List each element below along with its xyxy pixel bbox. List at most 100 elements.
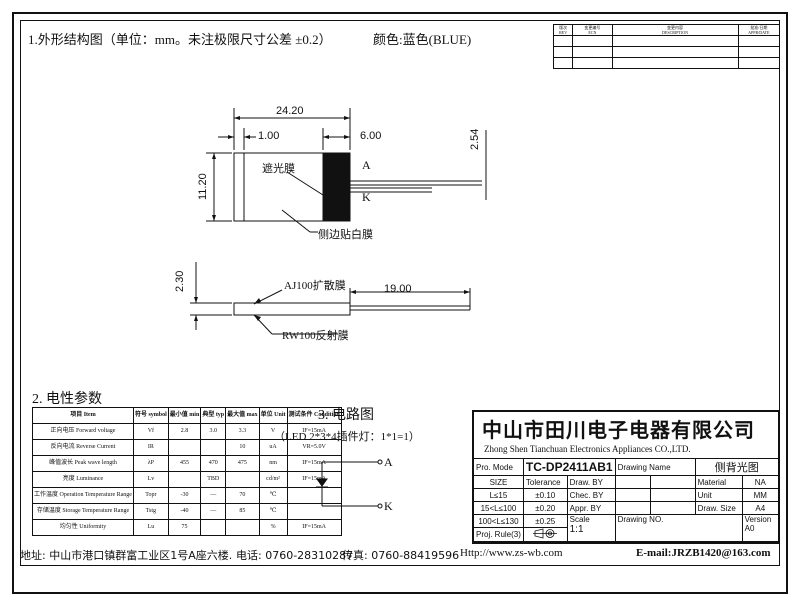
rev-header-cn-1: 变更编号 (584, 25, 601, 30)
params-title: 2. 电性参数 (32, 392, 102, 407)
cell: 峰值波长 Peak wave length (32, 455, 134, 472)
dim-black-length: 6.00 (360, 130, 382, 142)
cell: nm (258, 455, 288, 472)
footer-email[interactable]: E-mail:JRZB1420@163.com (636, 547, 771, 559)
version-label: Version (744, 515, 772, 524)
company-name-en: Zhong Shen Tianchuan Electronics Applian… (484, 444, 691, 454)
cell: 反向电流 Reverse Current (32, 439, 134, 456)
tol-range-0: L≤15 (473, 488, 524, 502)
dim-height: 11.20 (197, 173, 209, 200)
shading-film-block (322, 152, 351, 222)
cell: Lv (132, 471, 169, 488)
params-header: 典型 typ (200, 407, 227, 424)
pro-mode-value: TC-DP2411AB1 (522, 458, 616, 476)
cell: TBD (200, 471, 227, 488)
cell (225, 471, 260, 488)
cell: 3.0 (200, 423, 227, 440)
params-header: 项目 Item (32, 407, 134, 424)
footer-web[interactable]: Http://www.zs-wb.com (460, 547, 563, 559)
cell: 亮度 Luminance (32, 471, 134, 488)
pro-mode-label: Pro. Mode (473, 458, 524, 476)
cell: 85 (225, 503, 260, 520)
tol-value-0: ±0.10 (522, 488, 568, 502)
cell: ℃ (258, 487, 288, 504)
cell: 10 (225, 439, 260, 456)
projection-symbol-icon (522, 527, 568, 542)
cell: cd/m² (258, 471, 288, 488)
cell: 工作温度 Operation Temperature Range (32, 487, 134, 504)
scale-label: Scale (569, 515, 590, 524)
cell: 475 (225, 455, 260, 472)
dim-overall-length: 24.20 (276, 105, 304, 117)
cell: -40 (167, 503, 202, 520)
drawing-no-label: Drawing NO. (614, 514, 743, 542)
draw-size-value: A4 (741, 501, 780, 515)
draw-size-label: Draw. Size (694, 501, 743, 515)
proj-rule-label: Proj. Rule(3) (473, 527, 524, 542)
version-value: A0 (744, 524, 755, 533)
tol-value-1: ±0.20 (522, 501, 568, 515)
footer-fax: 传真: 0760-88419596 (342, 549, 460, 562)
dim-lead-length: 19.00 (384, 283, 412, 295)
cell: IF=15mA (286, 519, 342, 536)
params-header: 符号 symbol (132, 407, 169, 424)
label-shading-film: 遮光膜 (262, 163, 295, 175)
cell: — (200, 503, 227, 520)
drawing-frame (12, 12, 788, 594)
appr-by-label: Appr. BY (566, 501, 616, 515)
cell: IF=15mA (286, 455, 342, 472)
cell: 75 (167, 519, 202, 536)
rev-header-cn-3: 批准/日期 (750, 25, 768, 30)
cell: — (200, 487, 227, 504)
circuit-cathode: K (384, 499, 393, 513)
cell: 470 (200, 455, 227, 472)
draw-by-label: Draw. BY (566, 475, 616, 489)
drawing-inner-border (20, 20, 780, 566)
cell (200, 439, 227, 456)
cell: 3.3 (225, 423, 260, 440)
cell (167, 471, 202, 488)
tol-range-2: 100<L≤130 (473, 514, 524, 528)
cell: ℃ (258, 503, 288, 520)
dim-thickness: 2.30 (174, 270, 186, 292)
cell: λP (132, 455, 169, 472)
dim-lead-spacing: 2.54 (469, 128, 481, 150)
drawing-name-label: Drawing Name (614, 458, 696, 476)
led-body-side (233, 302, 351, 316)
label-diffuser: AJ100扩散膜 (284, 280, 346, 292)
size-label: SIZE (473, 475, 524, 489)
circuit-subtitle: （LED 2*3*4插件灯：1*1=1） (274, 431, 420, 443)
cell: 正向电压 Forward voltage (32, 423, 134, 440)
params-header: 最小值 min (167, 407, 202, 424)
cell (286, 503, 342, 520)
cell: 2.8 (167, 423, 202, 440)
cell: Lu (132, 519, 169, 536)
cell: 存储温度 Storage Temperature Range (32, 503, 134, 520)
dim-left-offset: 1.00 (258, 130, 280, 142)
tolerance-label: Tolerance (522, 475, 568, 489)
footer-address: 地址: 中山市港口镇群富工业区1号A座六楼. (20, 549, 233, 562)
rev-header-cn-0: 版次 (559, 25, 568, 30)
material-label: Material (694, 475, 743, 489)
title-block: 中山市田川电子电器有限公司 Zhong Shen Tianchuan Elect… (472, 410, 780, 544)
rev-header-1: ECN (588, 30, 597, 35)
cell (286, 487, 342, 504)
drawing-name-value: 侧背光图 (694, 458, 780, 476)
label-anode: A (362, 158, 371, 172)
rev-header-3: APPR/DATE (748, 30, 770, 35)
cell: IR (132, 439, 169, 456)
cell: % (258, 519, 288, 536)
cell: 70 (225, 487, 260, 504)
circuit-anode: A (384, 455, 393, 469)
label-side-white-film: 侧边贴白膜 (318, 229, 373, 241)
rev-header-2: DESCRIPTION (662, 30, 689, 35)
params-header: 单位 Unit (258, 407, 288, 424)
label-cathode: K (362, 190, 371, 204)
unit-value: MM (741, 488, 780, 502)
